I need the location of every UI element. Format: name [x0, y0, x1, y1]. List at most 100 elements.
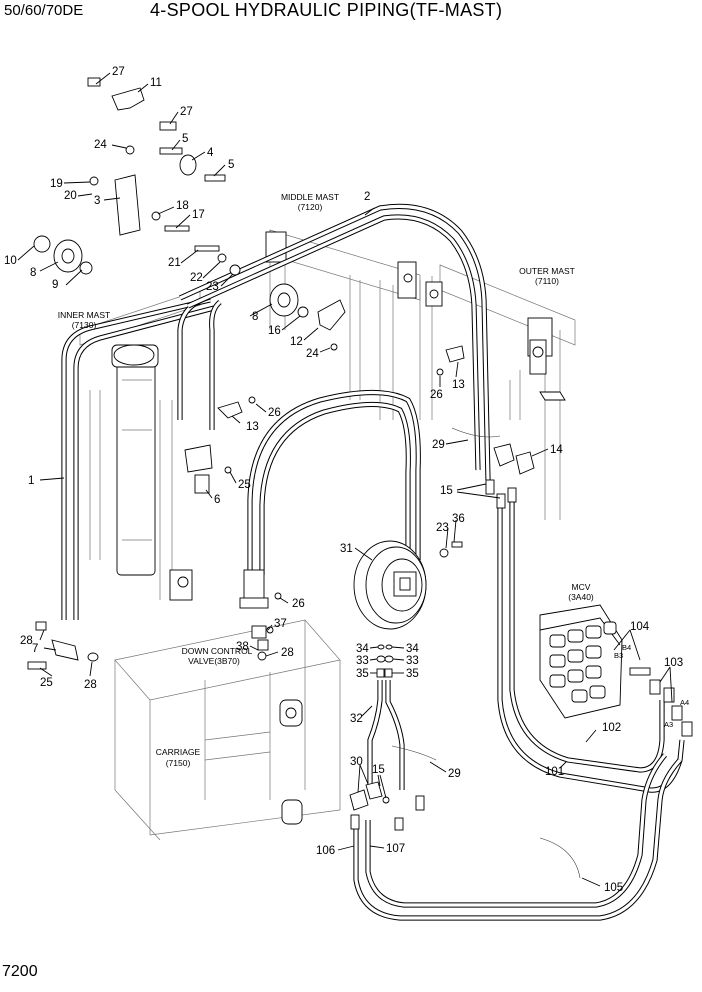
callout-13: 13 [246, 421, 259, 433]
mcv-code: (3A40) [568, 592, 594, 602]
callout-104: 104 [630, 621, 650, 633]
callout-37: 37 [274, 618, 287, 630]
callout-4: 4 [207, 147, 214, 159]
sheave-8-middle [269, 283, 346, 351]
callout-30: 30 [350, 756, 363, 768]
callout-35: 35 [356, 668, 369, 680]
callout-5: 5 [228, 159, 234, 171]
hose-31-loop [247, 389, 421, 575]
callout-17: 17 [192, 209, 205, 221]
callout-11: 11 [150, 77, 162, 89]
leader-lines [17, 72, 673, 887]
callout-18: 18 [176, 200, 189, 212]
callout-10: 10 [4, 255, 17, 267]
down-control-valve [239, 569, 282, 661]
callout-27: 27 [112, 66, 125, 78]
callout-8: 8 [252, 311, 258, 323]
mcv-label: MCV [572, 582, 591, 592]
callout-27: 27 [180, 106, 193, 118]
callout-numbers: 27 11 27 24 5 4 5 19 20 3 18 17 10 8 9 2… [4, 66, 683, 894]
hose-2 [178, 203, 491, 481]
callout-28: 28 [84, 679, 97, 691]
callout-2: 2 [364, 191, 370, 203]
callout-15: 15 [372, 764, 385, 776]
outer-mast-code: (7110) [535, 276, 559, 286]
clamp-13-fittings [184, 345, 465, 494]
inner-mast-code: (7130) [72, 320, 97, 330]
callout-1: 1 [28, 475, 34, 487]
callout-5: 5 [182, 133, 188, 145]
outer-mast-label: OUTER MAST [519, 266, 575, 276]
callout-32: 32 [350, 713, 363, 725]
callout-15: 15 [440, 485, 453, 497]
port-a4-label: A4 [680, 698, 689, 707]
outer-mast-structure [419, 264, 576, 520]
callout-21: 21 [168, 257, 181, 269]
middle-mast-code: (7120) [298, 202, 323, 212]
callout-106: 106 [316, 845, 335, 857]
inner-mast-label: INNER MAST [58, 310, 110, 320]
callout-12: 12 [290, 336, 303, 348]
callout-29: 29 [448, 768, 461, 780]
page-title: 4-SPOOL HYDRAULIC PIPING(TF-MAST) [150, 0, 503, 20]
callout-23: 23 [206, 281, 219, 293]
page-number: 7200 [2, 963, 38, 980]
bracket-11 [87, 77, 177, 131]
assembly-labels: MIDDLE MAST (7120) OUTER MAST (7110) INN… [58, 192, 689, 768]
callout-31: 31 [340, 543, 353, 555]
callout-107: 107 [386, 843, 405, 855]
mcv-valve-body [539, 604, 693, 737]
hose-32 [367, 680, 405, 790]
callout-36: 36 [452, 513, 465, 525]
carriage-label: CARRIAGE [156, 747, 201, 757]
hose-101-102 [497, 500, 685, 793]
sheave-31 [353, 540, 427, 630]
inner-mast-cylinder [79, 289, 201, 601]
down-control-code: VALVE(3B70) [188, 656, 240, 666]
middle-mast-label: MIDDLE MAST [281, 192, 339, 202]
callout-25: 25 [40, 677, 53, 689]
port-b3-label: B3 [614, 651, 623, 660]
callout-28: 28 [281, 647, 294, 659]
callout-14: 14 [550, 444, 563, 456]
callout-34: 34 [406, 643, 419, 655]
carriage-structure [114, 619, 341, 841]
port-a3-label: A3 [664, 720, 673, 729]
callout-34: 34 [356, 643, 369, 655]
model-code: 50/60/70DE [4, 2, 84, 19]
callout-26: 26 [430, 389, 443, 401]
callout-29: 29 [432, 439, 445, 451]
callout-38: 38 [236, 641, 249, 653]
callout-35: 35 [406, 668, 419, 680]
callout-33: 33 [356, 655, 369, 667]
callout-8: 8 [30, 267, 36, 279]
callout-26: 26 [268, 407, 281, 419]
carriage-code: (7150) [166, 758, 191, 768]
callout-28: 28 [20, 635, 33, 647]
callout-7: 7 [32, 643, 38, 655]
callout-20: 20 [64, 190, 77, 202]
callout-23: 23 [436, 522, 449, 534]
callout-101: 101 [545, 766, 564, 778]
callout-24: 24 [306, 348, 319, 360]
port-b4-label: B4 [622, 643, 631, 652]
callout-102: 102 [602, 722, 621, 734]
callout-9: 9 [52, 279, 58, 291]
callout-16: 16 [268, 325, 281, 337]
hose-106-107-105 [353, 753, 682, 921]
callout-13: 13 [452, 379, 465, 391]
elbow-14-fittings [439, 427, 535, 558]
swivel-fittings-33-35 [376, 644, 394, 678]
callout-26: 26 [292, 598, 305, 610]
callout-19: 19 [50, 178, 63, 190]
block-7-fittings [27, 621, 99, 670]
callout-25: 25 [238, 479, 251, 491]
callout-3: 3 [94, 195, 100, 207]
callout-6: 6 [214, 494, 220, 506]
sheave-4-assembly [33, 145, 241, 276]
callout-105: 105 [604, 882, 623, 894]
down-control-label: DOWN CONTROL [182, 646, 253, 656]
callout-33: 33 [406, 655, 419, 667]
callout-24: 24 [94, 139, 107, 151]
